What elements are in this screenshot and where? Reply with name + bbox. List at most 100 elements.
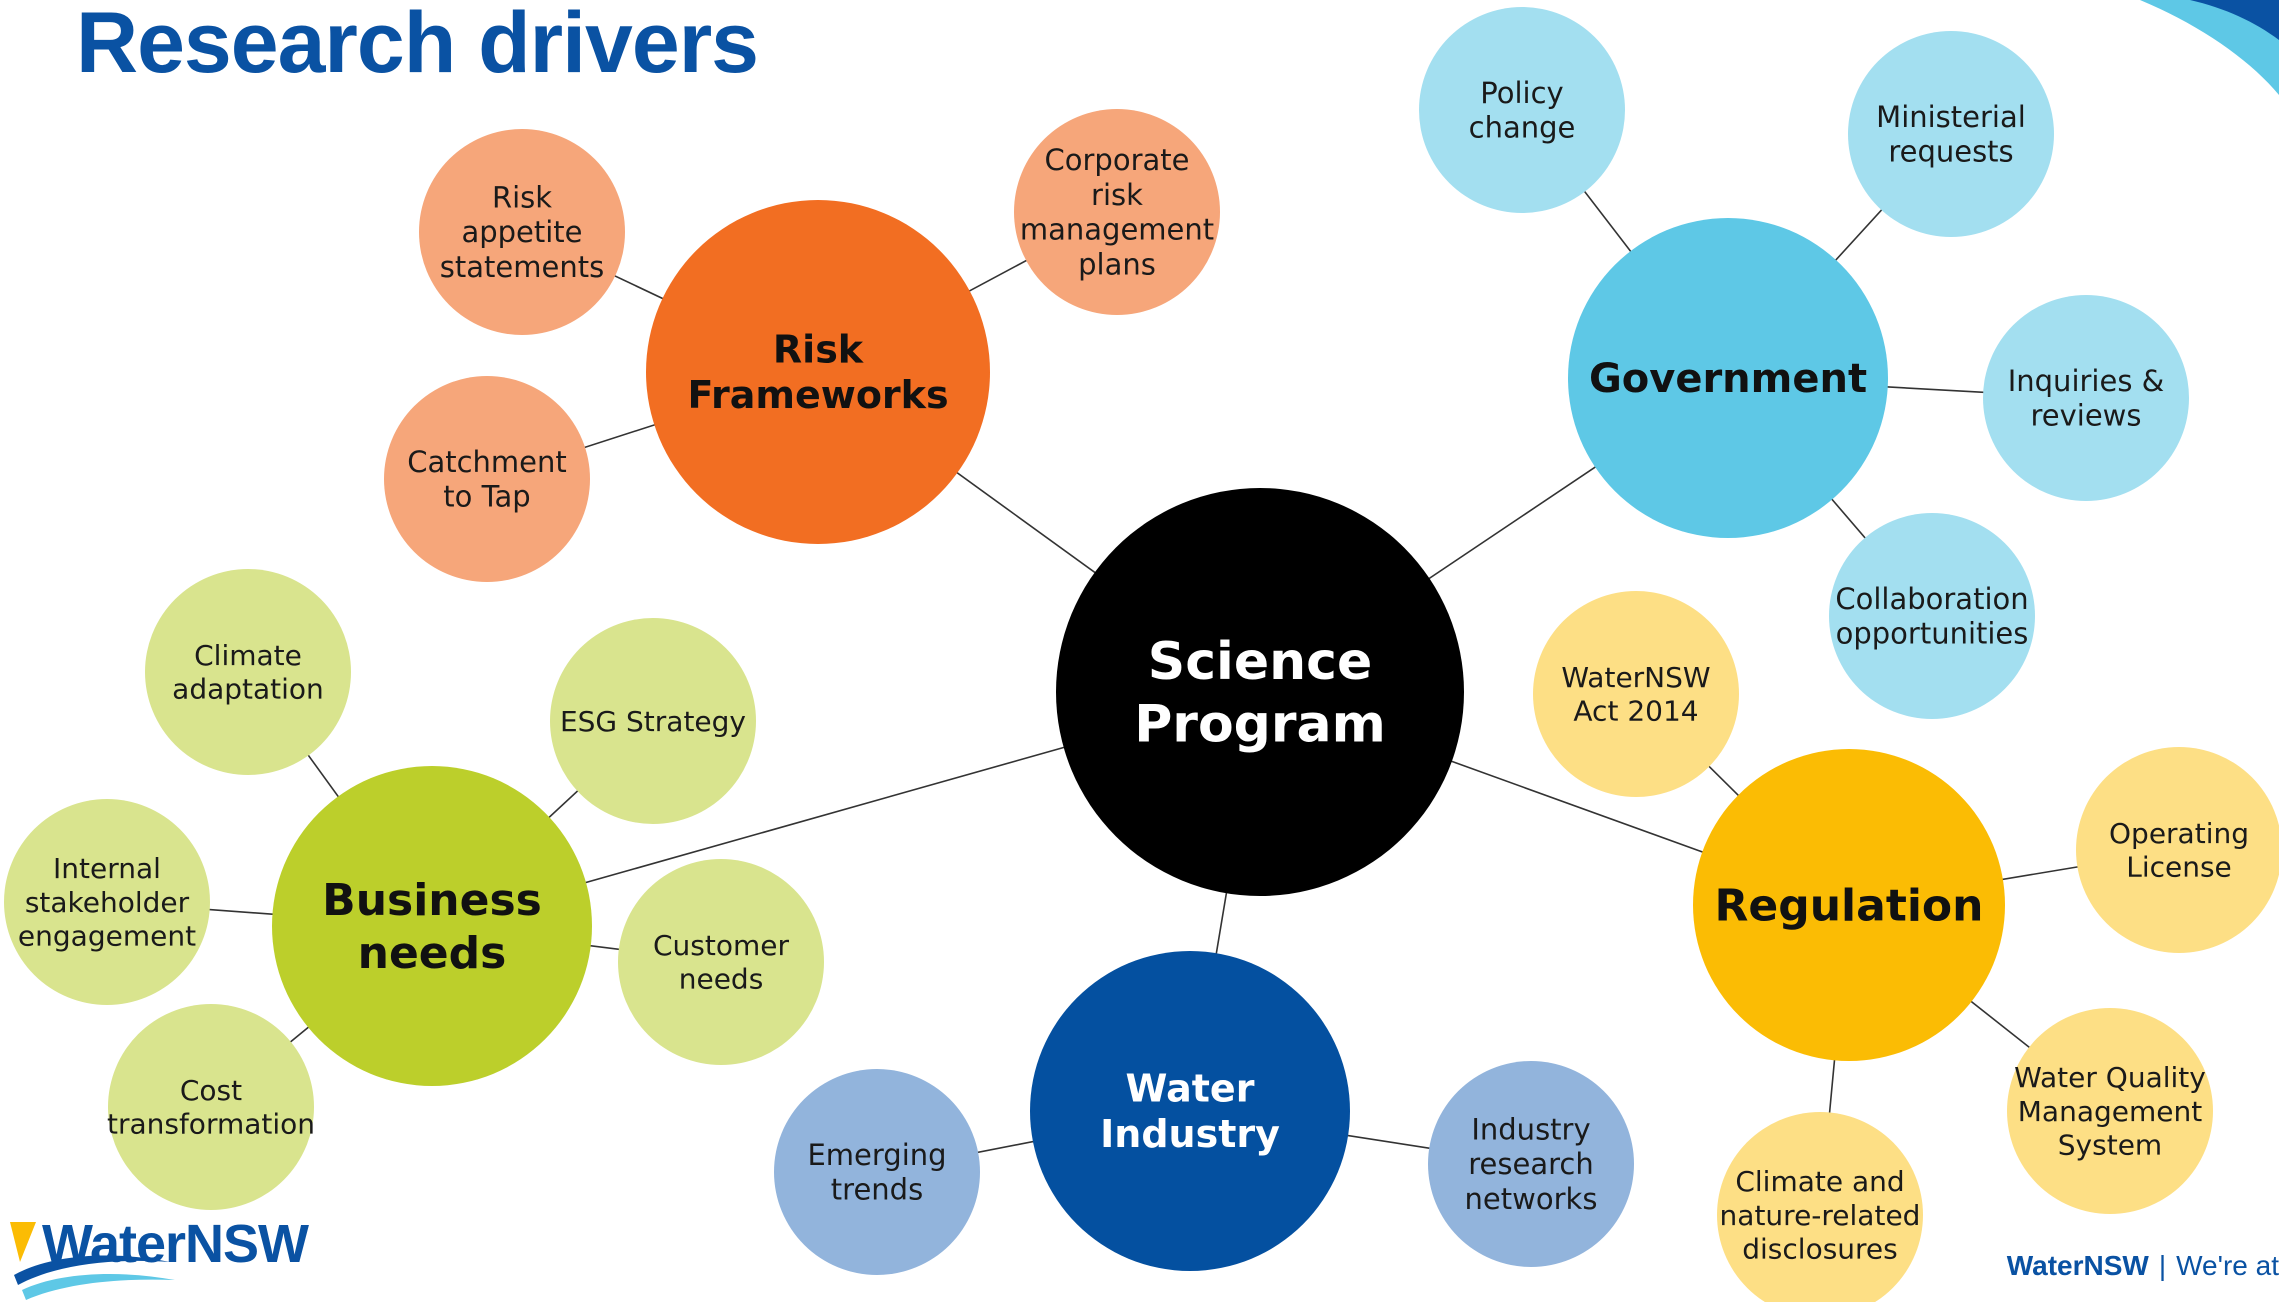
government-leaf-label-line: Ministerial	[1876, 100, 2026, 134]
regulation-leaf-node	[1717, 1112, 1923, 1302]
risk-leaf-label-line: Catchment	[407, 445, 567, 479]
regulation-leaf-label-line: Act 2014	[1573, 695, 1698, 728]
business-hub-label-line: Business	[322, 875, 542, 926]
water-leaf-label-line: research	[1468, 1147, 1593, 1181]
government-hub-node	[1568, 218, 1888, 538]
regulation-leaf-label-line: System	[2058, 1128, 2162, 1161]
business-leaf-label-line: Internal	[53, 852, 161, 885]
corner-swoosh-graphic	[2140, 0, 2279, 95]
water-leaf-label-line: trends	[831, 1173, 923, 1207]
water-hub-label-line: Industry	[1100, 1112, 1280, 1156]
footer-separator: |	[2158, 1250, 2167, 1281]
regulation-leaf-label-line: License	[2126, 851, 2232, 884]
business-leaf-label-line: engagement	[18, 919, 196, 952]
regulation-leaf-label-line: Water Quality	[2014, 1061, 2206, 1094]
waternsw-logo: WaterNSW	[10, 1214, 310, 1300]
page-title: Research drivers	[76, 0, 759, 91]
footer-tagline: We're at	[2176, 1250, 2279, 1281]
regulation-leaf-node	[2076, 747, 2279, 953]
business-leaf-label: ESG Strategy	[560, 705, 746, 738]
risk-leaf-label-line: Risk	[492, 180, 552, 214]
risk-hub-label-line: Frameworks	[687, 373, 948, 417]
center-label-line: Program	[1134, 694, 1386, 754]
regulation-hub-label-line: Regulation	[1715, 880, 1984, 931]
business-hub-label-line: needs	[358, 928, 507, 979]
regulation-leaf-label-line: disclosures	[1742, 1232, 1898, 1265]
risk-hub-node	[646, 200, 990, 544]
risk-leaf-node	[419, 129, 625, 335]
business-leaf-node	[4, 799, 210, 1005]
regulation-leaf-label-line: Operating	[2109, 817, 2249, 850]
water-leaf-label-line: networks	[1465, 1182, 1598, 1216]
business-hub-node	[272, 766, 592, 1086]
business-leaf-node	[108, 1004, 314, 1210]
business-leaf-label-line: Climate	[194, 639, 302, 672]
business-leaf-label-line: needs	[679, 963, 764, 996]
risk-leaf-label-line: plans	[1078, 247, 1156, 281]
water-hub-node	[1030, 951, 1350, 1271]
government-leaf-node	[1983, 295, 2189, 501]
footer-brand: WaterNSW | We're at	[2007, 1250, 2279, 1282]
government-leaf-label-line: reviews	[2030, 399, 2141, 433]
business-leaf-node	[145, 569, 351, 775]
risk-leaf-label-line: to Tap	[443, 480, 530, 514]
waternsw-logo-mark-icon	[10, 1222, 175, 1300]
business-leaf-node	[550, 618, 756, 824]
footer-brand-name: WaterNSW	[2006, 1250, 2149, 1281]
risk-leaf-node	[1014, 109, 1220, 315]
regulation-hub-label: Regulation	[1715, 880, 1984, 931]
risk-leaf-label-line: statements	[440, 250, 604, 284]
water-hub-label-line: Water	[1126, 1067, 1255, 1111]
government-leaf-label-line: opportunities	[1836, 617, 2029, 651]
government-leaf-label-line: Policy	[1480, 76, 1563, 110]
government-hub-label-line: Government	[1589, 356, 1867, 402]
government-leaf-label-line: change	[1469, 111, 1576, 145]
center-label-line: Science	[1148, 632, 1372, 692]
regulation-leaf-node	[1533, 591, 1739, 797]
business-leaf-label-line: Customer	[653, 929, 789, 962]
risk-hub-label-line: Risk	[773, 328, 864, 372]
risk-leaf-label-line: appetite	[461, 215, 582, 249]
water-leaf-label-line: Industry	[1471, 1112, 1590, 1146]
risk-leaf-label-line: Corporate	[1045, 143, 1190, 177]
government-leaf-label: Inquiries &reviews	[2008, 364, 2165, 433]
regulation-leaf-label-line: nature-related	[1720, 1199, 1921, 1232]
business-leaf-node	[618, 859, 824, 1065]
regulation-hub-node	[1693, 749, 2005, 1061]
risk-leaf-label-line: management	[1020, 213, 1214, 247]
business-leaf-label-line: stakeholder	[25, 886, 190, 919]
business-leaf-label-line: Cost	[180, 1074, 242, 1107]
regulation-leaf-label-line: WaterNSW	[1561, 661, 1710, 694]
government-hub-label: Government	[1589, 356, 1867, 402]
government-leaf-label-line: Collaboration	[1835, 582, 2028, 616]
water-leaf-node	[1428, 1061, 1634, 1267]
government-leaf-label-line: requests	[1888, 135, 2013, 169]
business-leaf-label-line: transformation	[107, 1108, 315, 1141]
regulation-leaf-label-line: Management	[2018, 1095, 2202, 1128]
water-leaf-node	[774, 1069, 980, 1275]
regulation-leaf-label-line: Climate and	[1735, 1165, 1904, 1198]
water-leaf-label-line: Emerging	[807, 1138, 946, 1172]
business-leaf-label-line: ESG Strategy	[560, 705, 746, 738]
regulation-leaf-node	[2007, 1008, 2213, 1214]
government-leaf-node	[1829, 513, 2035, 719]
